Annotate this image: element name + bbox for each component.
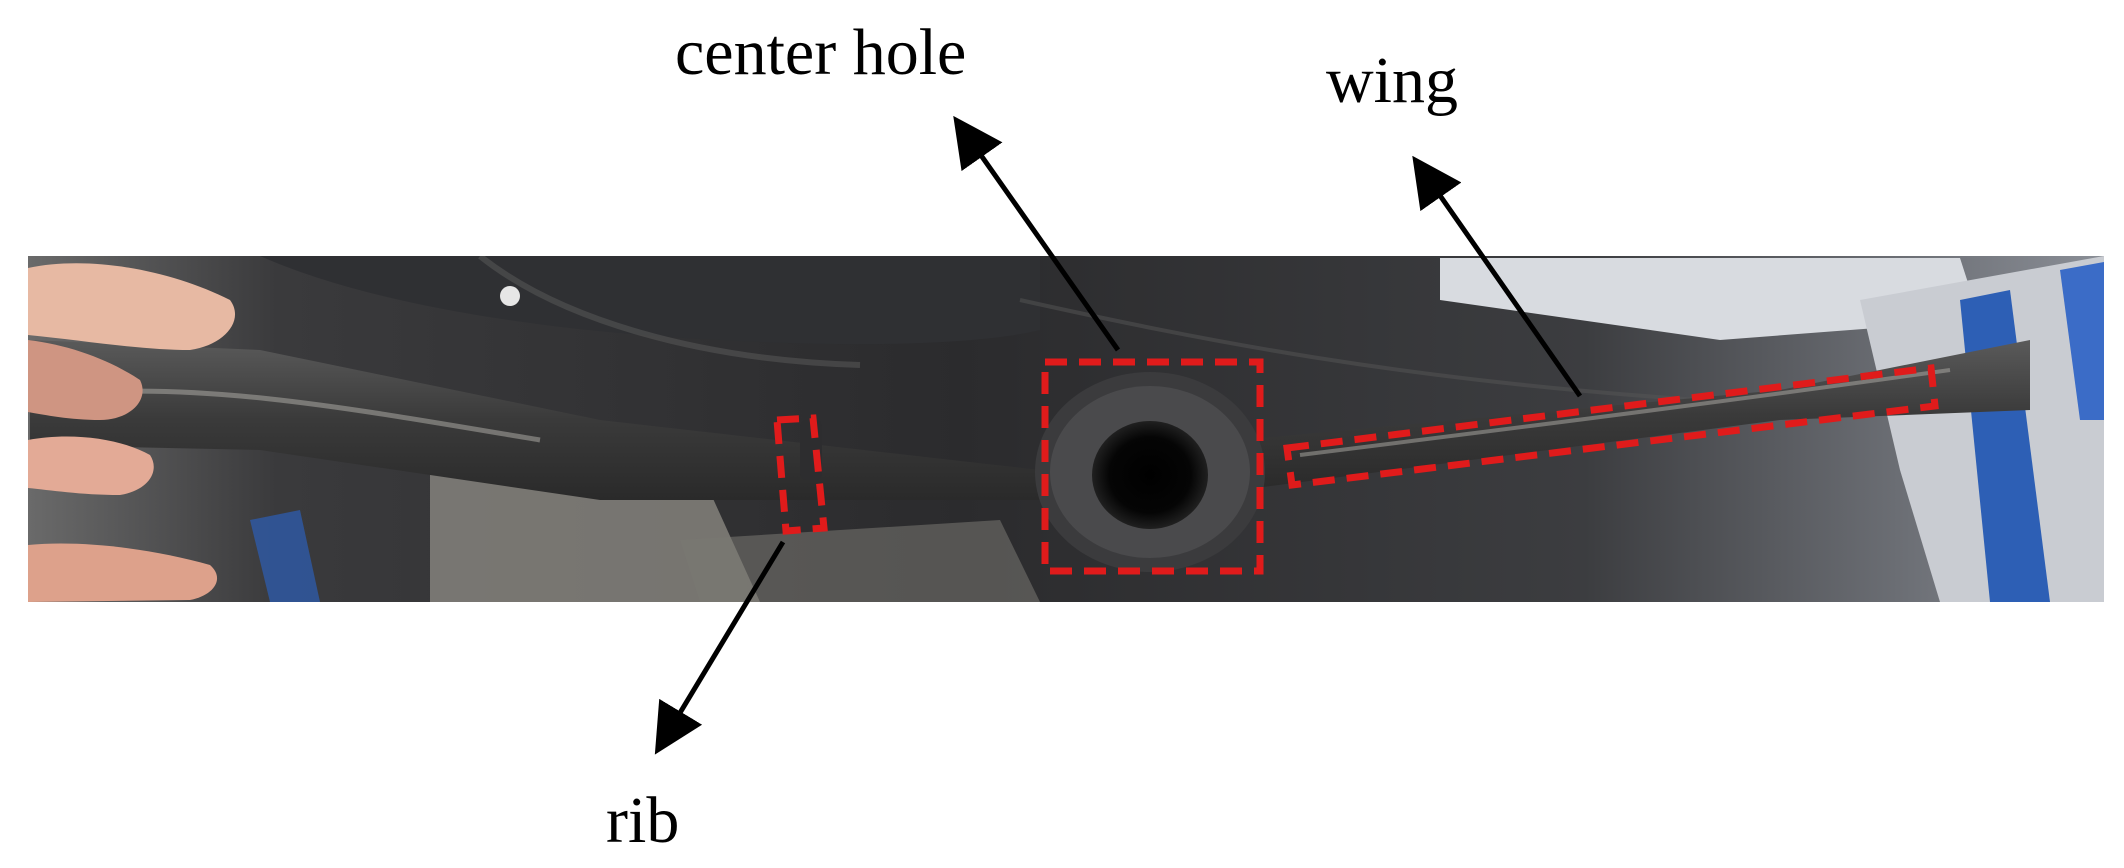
wing-arrow	[1412, 155, 1583, 398]
rib-box	[773, 414, 828, 535]
wing-box	[1283, 364, 1939, 489]
center-hole-box	[1041, 358, 1264, 575]
rib-label: rib	[606, 784, 679, 857]
arrows	[654, 115, 1583, 755]
wing-label: wing	[1326, 44, 1458, 117]
annotation-boxes	[773, 358, 1939, 575]
photo	[28, 256, 2104, 602]
center-hole-label: center hole	[675, 16, 966, 89]
center-hole-arrow	[953, 115, 1121, 352]
rib-arrow	[654, 540, 786, 755]
